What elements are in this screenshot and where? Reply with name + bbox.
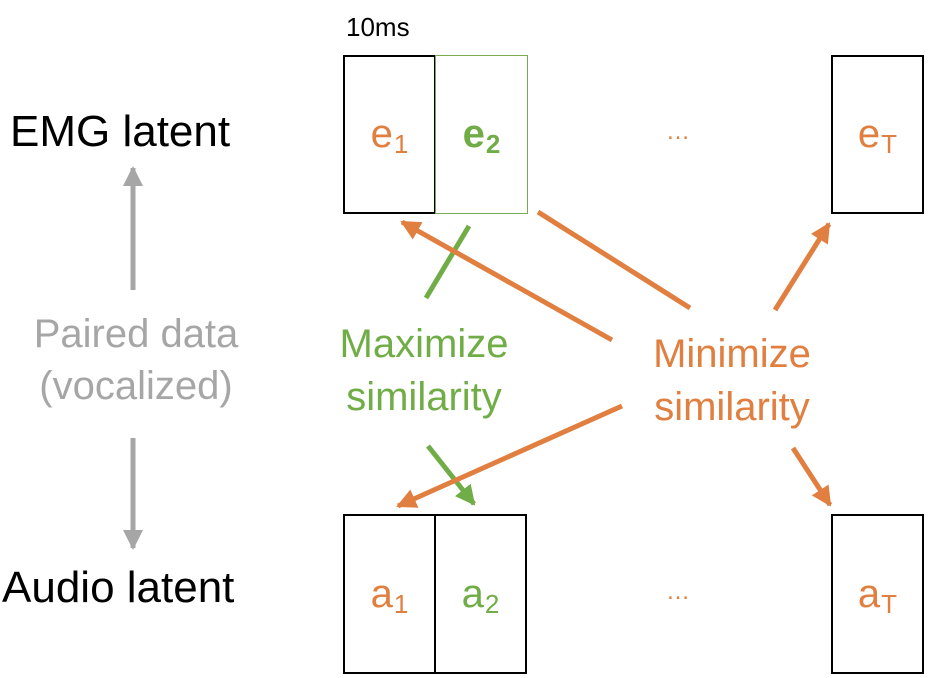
emg-latent-label: EMG latent bbox=[10, 107, 231, 156]
maximize-line1: Maximize bbox=[339, 322, 509, 366]
orange-line-from-e2 bbox=[536, 209, 692, 311]
emg-ellipsis: … bbox=[666, 118, 690, 145]
paired-data-line2: (vocalized) bbox=[39, 364, 233, 408]
minimize-line2: similarity bbox=[654, 384, 810, 429]
audio-latent-label: Audio latent bbox=[2, 563, 235, 612]
green-link-up bbox=[423, 224, 472, 300]
maximize-similarity-label: Maximize similarity bbox=[316, 318, 532, 424]
orange-arrow-to-at bbox=[790, 446, 833, 507]
orange-arrow-to-et bbox=[772, 222, 832, 312]
minimize-similarity-label: Minimize similarity bbox=[624, 328, 840, 434]
maximize-line2: similarity bbox=[346, 374, 502, 419]
green-arrow-down bbox=[426, 444, 476, 506]
orange-arrow-to-a1 bbox=[396, 403, 624, 509]
audio-ellipsis: … bbox=[666, 578, 690, 605]
orange-arrow-to-e1 bbox=[400, 219, 614, 343]
time-unit-label: 10ms bbox=[346, 12, 410, 42]
paired-data-label: Paired data (vocalized) bbox=[10, 308, 262, 412]
minimize-line1: Minimize bbox=[653, 332, 811, 376]
paired-data-line1: Paired data bbox=[33, 312, 239, 356]
